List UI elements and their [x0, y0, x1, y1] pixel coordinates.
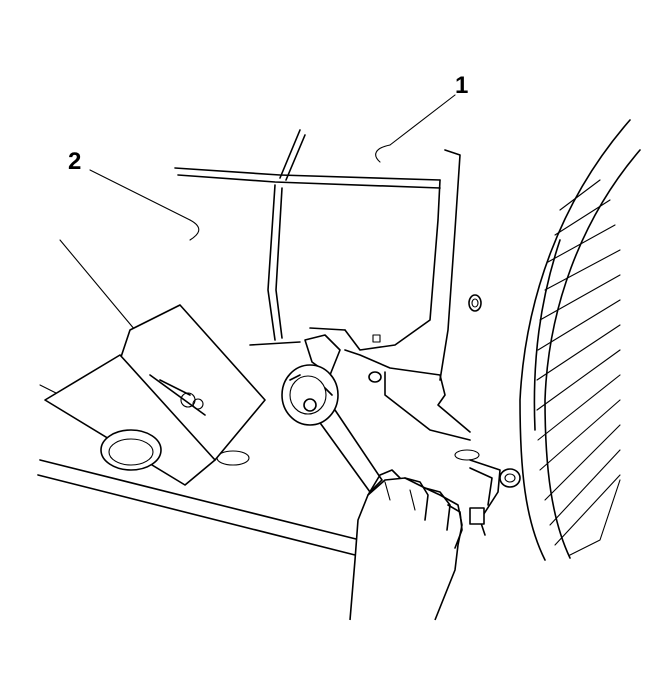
technician-hand: [349, 469, 463, 621]
callout-2: 2: [68, 148, 82, 175]
fastener: [469, 459, 521, 536]
tire: [519, 119, 641, 561]
callout-leaders: [89, 94, 456, 241]
callout-1: 1: [455, 72, 469, 99]
mounting-bracket: [344, 349, 471, 441]
trim-panel: [174, 129, 482, 381]
ratchet-wrench: [281, 334, 383, 493]
storage-box: [44, 304, 266, 486]
